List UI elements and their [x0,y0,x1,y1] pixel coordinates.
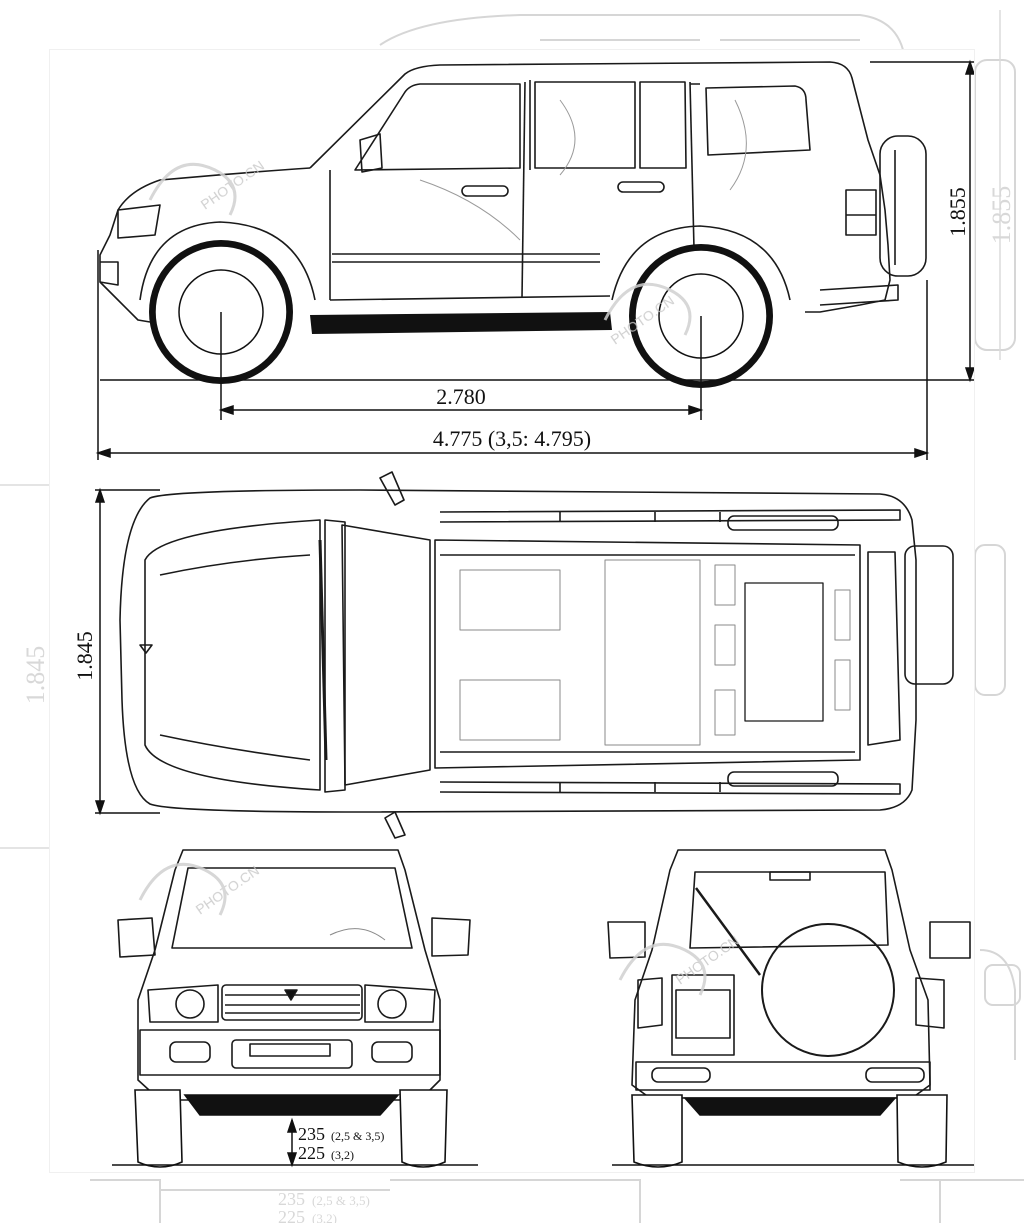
ground-clearance-label-2: 225 [298,1143,325,1163]
side-sill [310,312,612,334]
overall-length-label: 4.775 (3,5: 4.795) [433,426,591,451]
front-view [117,849,471,1101]
ground-clearance-label-1: 235 [298,1124,325,1144]
rear-tires [631,1094,948,1168]
blueprint-drawing: 1.855 2.780 4.775 (3,5: 4.795) [72,59,974,1168]
overall-width-label: 1.845 [72,631,97,681]
side-dimension-lines [95,59,974,460]
ghost-width-label: 1.845 [21,646,50,705]
top-dimension-lines [94,487,160,816]
ghost-clearance-label-2: 225 [278,1207,305,1223]
side-view [99,61,927,323]
ghost-clearance-label-1: 235 [278,1189,305,1209]
watermark-text: PHOTO.CN [673,932,743,987]
top-view [119,471,954,839]
ground-clearance-note-1: (2,5 & 3,5) [331,1129,384,1143]
wheelbase-label: 2.780 [436,384,486,409]
overall-height-label: 1.855 [945,187,970,237]
ghost-clearance-note-2: (3,2) [312,1211,337,1223]
ghost-height-label: 1.855 [987,186,1016,245]
front-ground-line [112,1117,478,1168]
ghost-clearance-note-1: (2,5 & 3,5) [312,1193,370,1208]
front-tires [134,1089,448,1168]
blueprint-sheet: 1.855 2.780 4.775 (3,5: 4.795) [50,50,974,1172]
ground-clearance-note-2: (3,2) [331,1148,354,1162]
rear-view [607,849,971,1099]
